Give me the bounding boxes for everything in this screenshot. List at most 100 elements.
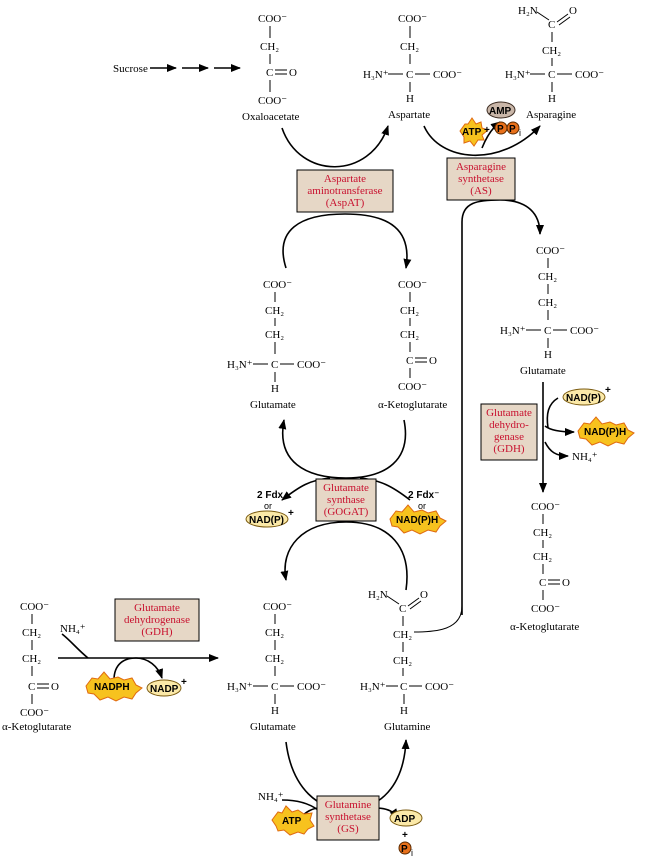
akg-right-coo-top: COO⁻	[531, 501, 560, 513]
gogat-upper-arrow	[278, 419, 407, 479]
glutamate-bottom-coo-top: COO⁻	[263, 601, 292, 613]
glutamine-ch2a: CH₂	[393, 629, 412, 641]
asparagine-ch2: CH₂	[542, 45, 561, 57]
glutamate-right-c: C	[544, 325, 551, 337]
akg-left-name: α-Ketoglutarate	[2, 721, 71, 733]
aspartate-h3n: H₃N⁺	[363, 69, 389, 81]
adp-gs-label: ADP	[394, 814, 415, 825]
akg-mid-coo-top: COO⁻	[398, 279, 427, 291]
molecule-aspartate: COO⁻ CH₂ H₃N⁺ C COO⁻ H Aspartate	[363, 13, 462, 121]
nh4-gdh-right-label: NH₄⁺	[572, 451, 598, 463]
gdh-left-line-1: Glutamate	[134, 602, 180, 614]
asparagine-h3n: H₃N⁺	[505, 69, 531, 81]
nadp-left-prod-plus: +	[181, 677, 187, 688]
aspat-line-2: aminotransferase	[307, 185, 382, 197]
nadp-left-badge: NAD(P) +	[245, 508, 294, 528]
pi-gs-i: i	[411, 848, 413, 858]
sucrose-label: Sucrose	[113, 63, 148, 75]
nadp-left-prod-badge: NADP +	[146, 677, 187, 697]
glutamine-h2n: H₂N	[368, 589, 388, 601]
pp-badge: P P i	[494, 121, 521, 138]
akg-mid-ch2a: CH₂	[400, 305, 419, 317]
glutamine-h3n: H₃N⁺	[360, 681, 386, 693]
glutamate-right-h: H	[544, 349, 552, 361]
oxaloacetate-coo-top: COO⁻	[258, 13, 287, 25]
akg-left-coo-top: COO⁻	[20, 601, 49, 613]
molecule-akg-right: COO⁻ CH₂ CH₂ C O COO⁻ α-Ketoglutarate	[510, 501, 579, 633]
akg-right-c: C	[539, 577, 546, 589]
gdh-left-line-2: dehydrogenase	[124, 614, 190, 626]
oxaloacetate-o: O	[289, 67, 297, 79]
gogat-line-1: Glutamate	[323, 482, 369, 494]
glutamate-right-ch2b: CH₂	[538, 297, 557, 309]
glutamine-c-top: C	[399, 603, 406, 615]
akg-mid-name: α-Ketoglutarate	[378, 399, 447, 411]
akg-mid-o: O	[429, 355, 437, 367]
nadp-gdh-right-plus: +	[605, 385, 611, 396]
aspartate-coo-side: COO⁻	[433, 69, 462, 81]
gs-line-3: (GS)	[337, 823, 359, 835]
glutamine-h: H	[400, 705, 408, 717]
glutamate-right-coo-side: COO⁻	[570, 325, 599, 337]
molecule-glutamate-right: COO⁻ CH₂ CH₂ H₃N⁺ C COO⁻ H Glutamate	[500, 245, 599, 377]
gdh-right-line-1: Glutamate	[486, 407, 532, 419]
glutamate-bottom-coo-side: COO⁻	[297, 681, 326, 693]
pp-p1: P	[497, 124, 504, 135]
gs-line-1: Glutamine	[325, 799, 372, 811]
pp-p2: P	[509, 124, 516, 135]
akg-right-name: α-Ketoglutarate	[510, 621, 579, 633]
aspartate-coo-top: COO⁻	[398, 13, 427, 25]
enzyme-box-gdh-right: Glutamate dehydro- genase (GDH)	[480, 403, 538, 461]
atp-gs-label: ATP	[282, 816, 302, 827]
enzyme-box-gs: Glutamine synthetase (GS)	[316, 795, 380, 841]
atp-as-label: ATP	[462, 127, 482, 138]
akg-left-ch2b: CH₂	[22, 653, 41, 665]
glutamine-ch2b: CH₂	[393, 655, 412, 667]
as-line-3: (AS)	[470, 185, 492, 197]
aspat-line-1: Aspartate	[324, 173, 366, 185]
glutamine-name: Glutamine	[384, 721, 431, 733]
aspartate-name: Aspartate	[388, 109, 430, 121]
molecule-akg-mid: COO⁻ CH₂ CH₂ C O COO⁻ α-Ketoglutarate	[378, 279, 447, 411]
gogat-line-3: (GOGAT)	[324, 506, 369, 518]
glutamine-c: C	[400, 681, 407, 693]
as-line-1: Asparagine	[456, 161, 506, 173]
aspartate-h: H	[406, 93, 414, 105]
glutamate-mid-coo-side: COO⁻	[297, 359, 326, 371]
oxaloacetate-c: C	[266, 67, 273, 79]
enzyme-box-gogat: Glutamate synthase (GOGAT)	[315, 478, 377, 522]
gdh-left-nh4-in	[61, 633, 89, 659]
as-line-2: synthetase	[458, 173, 504, 185]
nadph-right-badge: NAD(P)H	[389, 504, 447, 535]
asparagine-name: Asparagine	[526, 109, 576, 121]
aspat-upper-arrow	[281, 125, 389, 168]
gdh-right-line-2: dehydro-	[489, 419, 529, 431]
gs-line-2: synthetase	[325, 811, 371, 823]
nadph-left-badge: NADPH	[85, 671, 143, 702]
asparagine-coo-side: COO⁻	[575, 69, 604, 81]
pi-gs-badge: P i	[398, 841, 413, 858]
oxaloacetate-coo-bottom: COO⁻	[258, 95, 287, 107]
gdh-right-nh4-out	[544, 441, 569, 460]
gdh-left-line-3: (GDH)	[141, 626, 172, 638]
gs-plus: +	[402, 830, 408, 841]
glutamate-right-ch2a: CH₂	[538, 271, 557, 283]
pp-i: i	[519, 128, 521, 138]
gdh-right-line-3: genase	[494, 431, 524, 443]
glutamine-coo-side: COO⁻	[425, 681, 454, 693]
molecule-akg-left: COO⁻ CH₂ CH₂ C O COO⁻ α-Ketoglutarate	[2, 601, 71, 733]
akg-left-c: C	[28, 681, 35, 693]
nh4-gs-label: NH₄⁺	[258, 791, 284, 803]
amp-label: AMP	[489, 106, 512, 117]
enzyme-box-as: Asparagine synthetase (AS)	[446, 157, 516, 201]
glutamate-mid-c: C	[271, 359, 278, 371]
nadp-left-prod-label: NADP	[150, 684, 179, 695]
asparagine-c-top: C	[548, 19, 555, 31]
or-left-label: or	[264, 501, 272, 511]
glutamate-right-coo-top: COO⁻	[536, 245, 565, 257]
nadp-left-plus: +	[288, 508, 294, 519]
adp-gs-badge: ADP	[389, 809, 423, 827]
as-plus: +	[484, 125, 490, 136]
amp-badge: AMP	[486, 101, 516, 119]
